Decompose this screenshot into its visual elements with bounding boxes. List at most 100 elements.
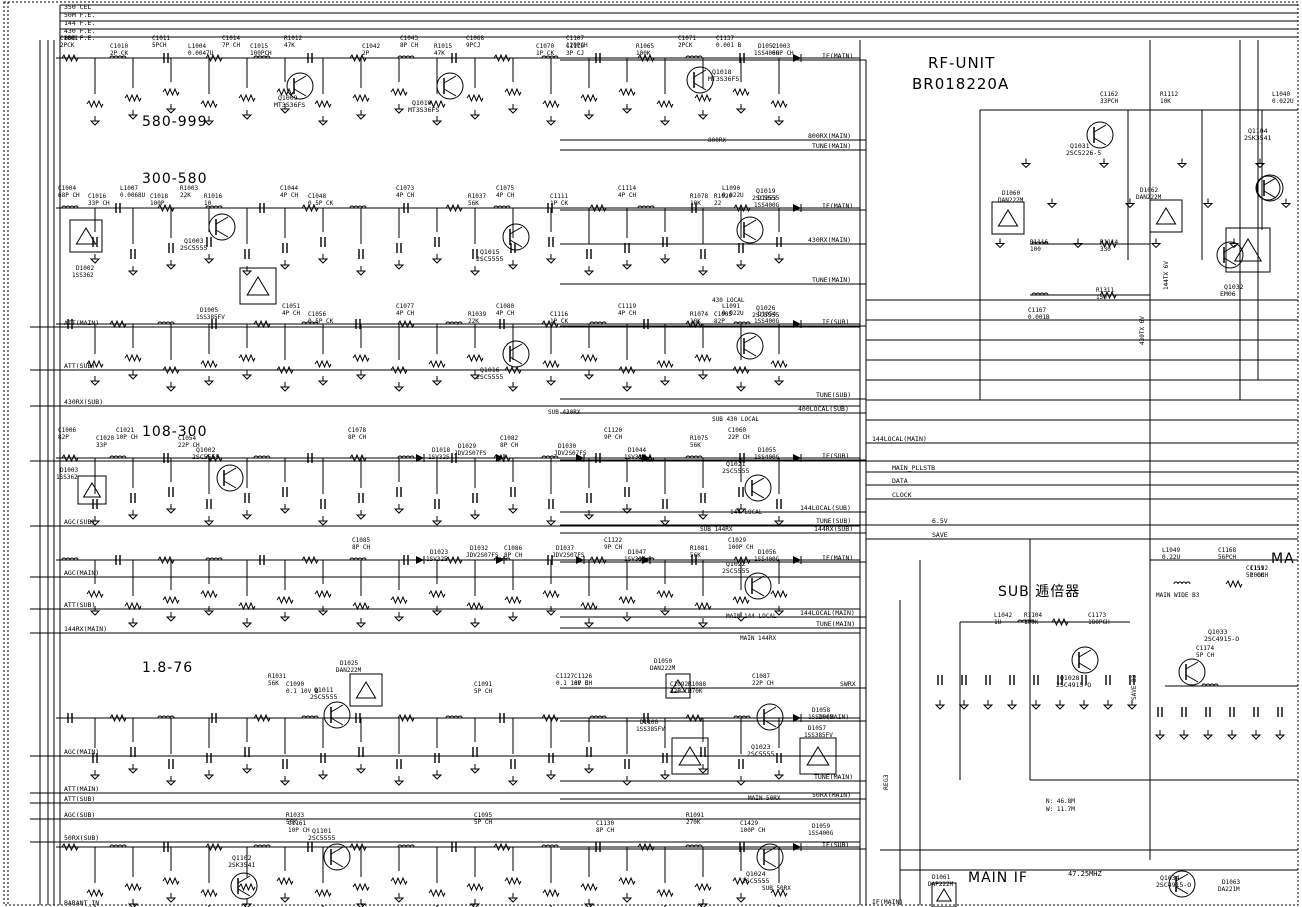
part-ref-r1104: R1104 [1024,612,1042,619]
diode-bridge-d1003-box [77,475,107,505]
transistor-label-q1022: Q1022 [726,560,746,568]
resistor [493,842,511,852]
ground-symbol [165,776,177,786]
main-ground-tri [1202,734,1214,740]
sub-capacitor [985,675,991,685]
part-value-c1173: 180PCH [1088,619,1110,626]
shunt-resistor [276,87,294,97]
ground-symbol-tri [469,622,481,628]
capacitor [403,203,409,213]
ground-symbol [431,770,443,780]
part-value-c1122: 9P CH [604,544,622,551]
part-ref-l1007: L1007 [120,185,138,192]
ground-symbol [697,764,709,774]
part-value-r1081: 56K [690,552,701,559]
bus-144local-main: 144LOCAL(MAIN) [872,435,927,443]
capacitor [643,713,649,723]
ground-symbol-tri [393,616,405,622]
part-ref-l1040: L1040 [1272,91,1290,98]
diode-label-d1003: D1003 [60,467,78,474]
part-ref-r1091: R1091 [686,812,704,819]
signal-att-sub: ATT(SUB) [64,362,95,370]
shunt-resistor [276,876,294,886]
transistor-part-q1034: 2SC4915-O [1156,881,1191,889]
transistor-q1032 [1216,241,1244,269]
transistor-part-q1031: 2SC5226-5 [1066,149,1101,157]
part-ref-l1042: L1042 [994,612,1012,619]
shunt-capacitor [282,243,288,253]
part-value-c1075: 4P CH [496,192,514,199]
ground-symbol-tri [735,264,747,270]
ground-symbol [621,893,633,903]
part-ref-r1112: R1112 [1160,91,1178,98]
capacitor [67,319,73,329]
bus-data: DATA [892,477,908,485]
part-ref-r1037: R1037 [468,193,486,200]
shunt-resistor [428,589,446,599]
right-ground-tri [1072,242,1084,249]
transistor-q1003-emitter [215,229,229,238]
signal-att-sub-3: ATT(SUB) [64,795,95,803]
diode-bridge-d1003 [77,475,107,505]
part-ref-c1111: C1111 [550,193,568,200]
ground-symbol [773,254,785,264]
ground-symbol-tri [355,622,367,628]
transistor-label-q1011: Q1011 [314,686,334,694]
inductor [685,55,703,59]
transistor-q1011-body [323,701,351,729]
shunt-capacitor [206,237,212,247]
ground-symbol [545,254,557,264]
transistor-part-q1104: 2SK3541 [1244,134,1271,142]
right-ground [1228,238,1240,249]
ground-symbol [127,110,139,120]
shunt-capacitor [244,493,250,503]
part-value-c1087: 22P CH [752,680,774,687]
main-capacitor [1277,707,1283,717]
transistor-q1015-emitter [509,239,523,248]
ground-symbol [208,905,210,907]
part-value-c1095: 5P CH [474,819,492,826]
ground-symbol [507,260,519,270]
ground-symbol-tri [279,264,291,270]
diode-bridge-d1061 [931,882,957,907]
resistor [445,203,463,213]
ground-symbol [773,376,785,386]
diode-13 [576,556,585,564]
ground-symbol-tri [89,258,101,264]
diode-bridge-d1100-box [671,737,709,775]
ground-symbol [94,905,96,907]
ground-symbol [773,116,785,126]
ground-symbol-tri [507,897,519,903]
rsignal-tune-main-4: TUNE(MAIN) [814,773,853,781]
resistor [541,713,559,723]
ground-symbol-tri [583,622,595,628]
diode-0 [793,54,802,62]
part-value-c1090: 0.1 10V B [286,688,319,695]
sub-capacitor [1081,675,1087,685]
shunt-resistor [618,87,636,97]
diode-7 [416,454,425,462]
shunt-resistor [238,882,256,892]
inductor [589,715,607,719]
ground-symbol [735,260,747,270]
ground-symbol [241,510,253,520]
ground-symbol [621,104,633,114]
note-main-144-local: MAIN 144 LOCAL [726,613,777,620]
transistor-label-q1021: Q1021 [726,460,746,468]
sub-ground-tri [982,704,994,710]
shunt-resistor [732,595,750,605]
diode-5 [793,714,802,722]
part-value-r1020: 22 [714,200,722,207]
ground-symbol-tri [545,380,557,386]
capacitor [403,555,409,565]
shunt-resistor [238,353,256,363]
ground-symbol [507,612,519,622]
shunt-capacitor [92,753,98,763]
part-ref-c1068: C1068 [466,35,484,42]
resistor [205,53,223,63]
part-value-c1048: 0.5P CK [308,200,334,207]
capacitor [115,555,121,565]
rsignal-50rx-main: 50RX(MAIN) [812,791,851,799]
ground-symbol [393,104,405,114]
ground-symbol-tri [241,768,253,774]
